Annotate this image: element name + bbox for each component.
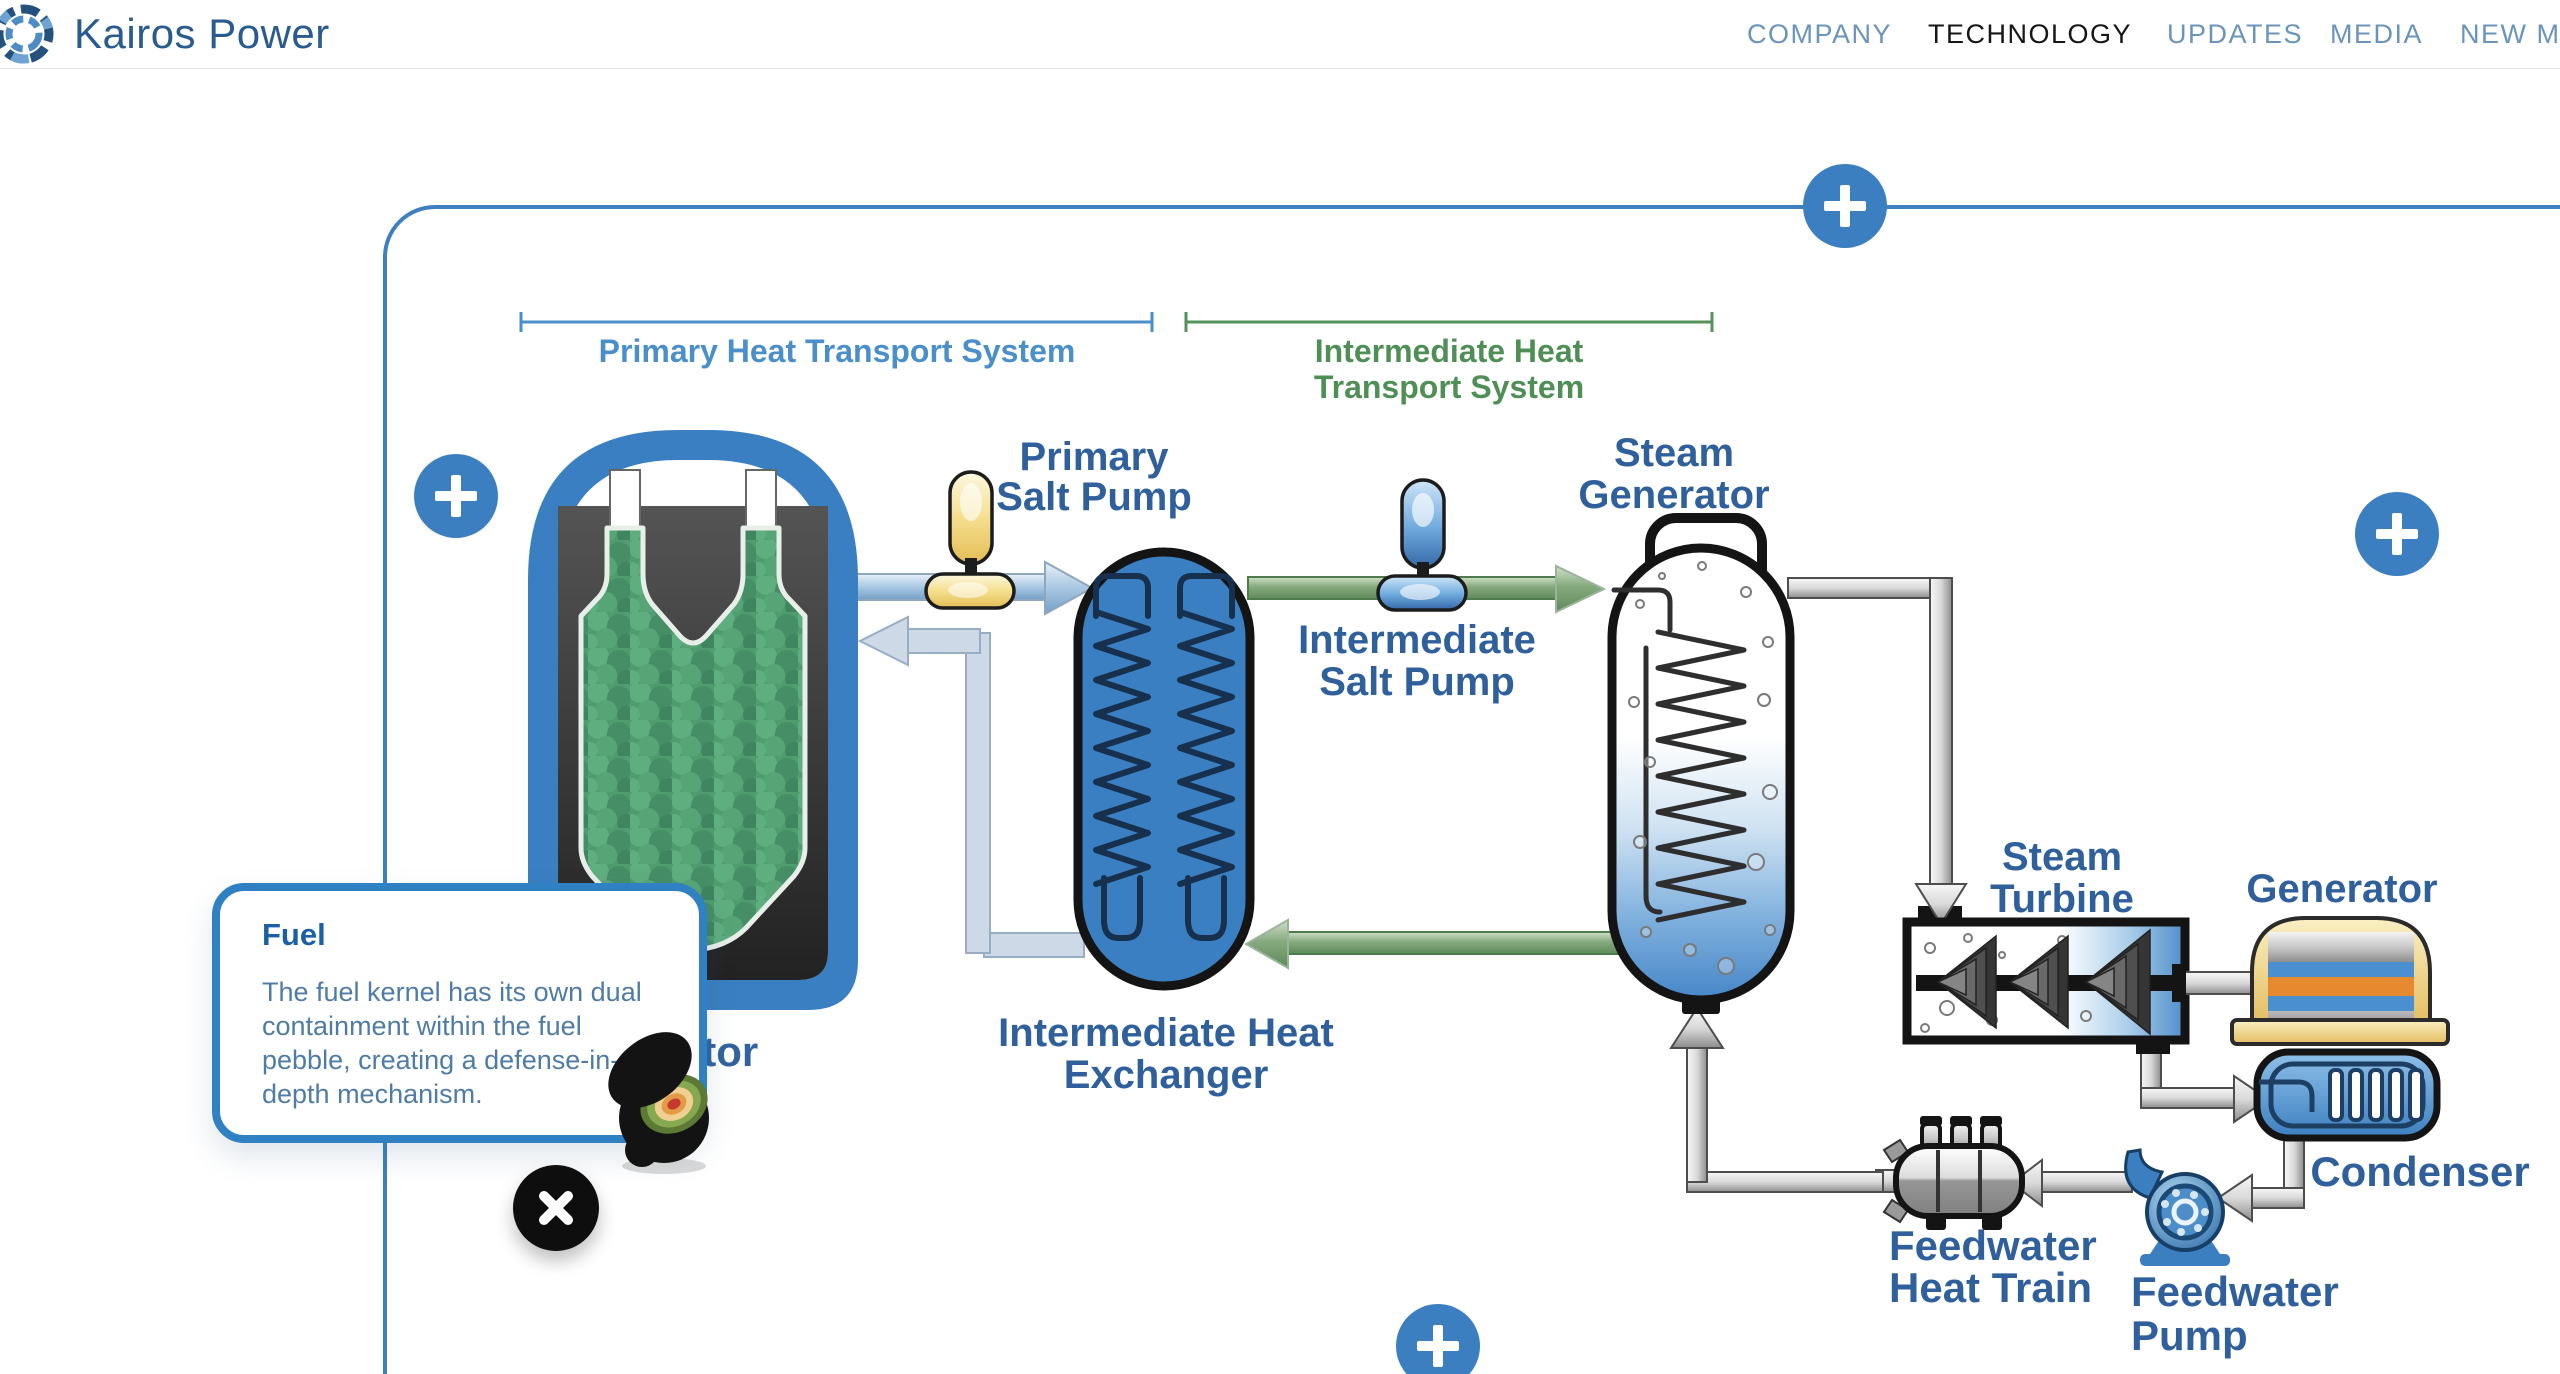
turbine-exhaust-pipe — [2140, 1047, 2270, 1124]
kairos-logo-icon — [0, 4, 54, 64]
nav-media[interactable]: MEDIA — [2330, 19, 2424, 49]
plus-icon — [1824, 185, 1866, 227]
reactor-vessel[interactable] — [528, 430, 858, 1010]
main-steam-pipe — [1787, 577, 1953, 891]
feedwater-pump-label-line2: Pump — [2131, 1312, 2248, 1359]
hotspot-button-bottom[interactable] — [1396, 1304, 1480, 1374]
intermediate-system-bracket — [1184, 312, 1714, 332]
intermediate-system-label-line2: Transport System — [1314, 369, 1584, 405]
shaft-collar — [2172, 964, 2186, 1002]
popup-title: Fuel — [262, 917, 326, 952]
condensate-pipe — [2216, 1133, 2305, 1223]
steam-generator[interactable] — [1607, 513, 1795, 1014]
condenser[interactable] — [2253, 1048, 2441, 1142]
primary-salt-pump[interactable] — [924, 470, 1016, 610]
intermediate-system-label-line1: Intermediate Heat — [1315, 333, 1584, 369]
steam-turbine[interactable] — [1902, 917, 2190, 1054]
popup-body-line: pebble, creating a defense-in- — [262, 1045, 620, 1075]
control-rod-channel — [609, 469, 641, 531]
intermediate-cold-leg-pipe — [1243, 918, 1641, 970]
pump-to-heat-train-pipe — [2010, 1157, 2133, 1209]
plus-icon — [1417, 1325, 1459, 1367]
condenser-label: Condenser — [2310, 1148, 2529, 1195]
nav-technology[interactable]: TECHNOLOGY — [1928, 19, 2133, 49]
plus-icon — [435, 475, 477, 517]
brand-name: Kairos Power — [74, 10, 330, 57]
primary-pump-label-line2: Salt Pump — [996, 475, 1192, 519]
primary-pump-label-line1: Primary — [1020, 435, 1170, 479]
fuel-info-popup: Fuel The fuel kernel has its own dual co… — [212, 883, 707, 1143]
primary-system-bracket — [519, 312, 1154, 332]
close-icon — [539, 1191, 573, 1225]
site-header: Kairos Power COMPANY TECHNOLOGY UPDATES … — [0, 0, 2560, 69]
control-rod-channel — [745, 469, 777, 531]
popup-close-button[interactable] — [513, 1165, 599, 1251]
plus-icon — [2376, 513, 2418, 555]
intermediate-salt-pump[interactable] — [1376, 478, 1468, 612]
nav-updates[interactable]: UPDATES — [2167, 19, 2304, 49]
brand[interactable]: Kairos Power — [0, 0, 330, 68]
intermediate-pump-label-line1: Intermediate — [1298, 618, 1536, 662]
generator-label: Generator — [2246, 867, 2437, 911]
nav-new-mexico[interactable]: NEW M — [2460, 19, 2560, 49]
nav-company[interactable]: COMPANY — [1747, 19, 1893, 49]
turbine-blades — [1936, 928, 2151, 1036]
ihx-label-line1: Intermediate Heat — [998, 1011, 1334, 1055]
feedwater-pump[interactable] — [2124, 1148, 2230, 1266]
steam-arrow-down — [1914, 883, 1968, 926]
steam-generator-label-line1: Steam — [1614, 431, 1734, 475]
primary-system-label: Primary Heat Transport System — [599, 333, 1076, 369]
popup-body-line: The fuel kernel has its own dual — [262, 977, 642, 1007]
intermediate-heat-exchanger[interactable] — [1073, 547, 1255, 991]
feedwater-heat-train-label-line2: Heat Train — [1889, 1264, 2092, 1311]
steam-generator-label-line2: Generator — [1578, 473, 1769, 517]
feedwater-heat-train-label-line1: Feedwater — [1889, 1222, 2097, 1269]
hotspot-button-right[interactable] — [2355, 492, 2439, 576]
turbine-shaft — [2177, 971, 2257, 995]
steam-turbine-label-line2: Turbine — [1990, 877, 2134, 921]
hotspot-button-left[interactable] — [414, 454, 498, 538]
popup-body-line: depth mechanism. — [262, 1079, 483, 1109]
bubbles — [1628, 561, 1778, 975]
popup-body-line: containment within the fuel — [262, 1011, 582, 1041]
primary-cold-leg-pipe — [857, 615, 1085, 958]
steam-turbine-label-line1: Steam — [2002, 835, 2122, 879]
feedwater-pump-label-line1: Feedwater — [2131, 1268, 2339, 1315]
hotspot-button-top[interactable] — [1803, 164, 1887, 248]
ihx-label-line2: Exchanger — [1064, 1053, 1269, 1097]
intermediate-pump-label-line2: Salt Pump — [1319, 660, 1515, 704]
feedwater-pipe — [1669, 1006, 1901, 1193]
electric-generator[interactable] — [2230, 916, 2450, 1046]
pebble-bed-core — [578, 525, 808, 953]
feedwater-heat-train[interactable] — [1882, 1116, 2025, 1230]
